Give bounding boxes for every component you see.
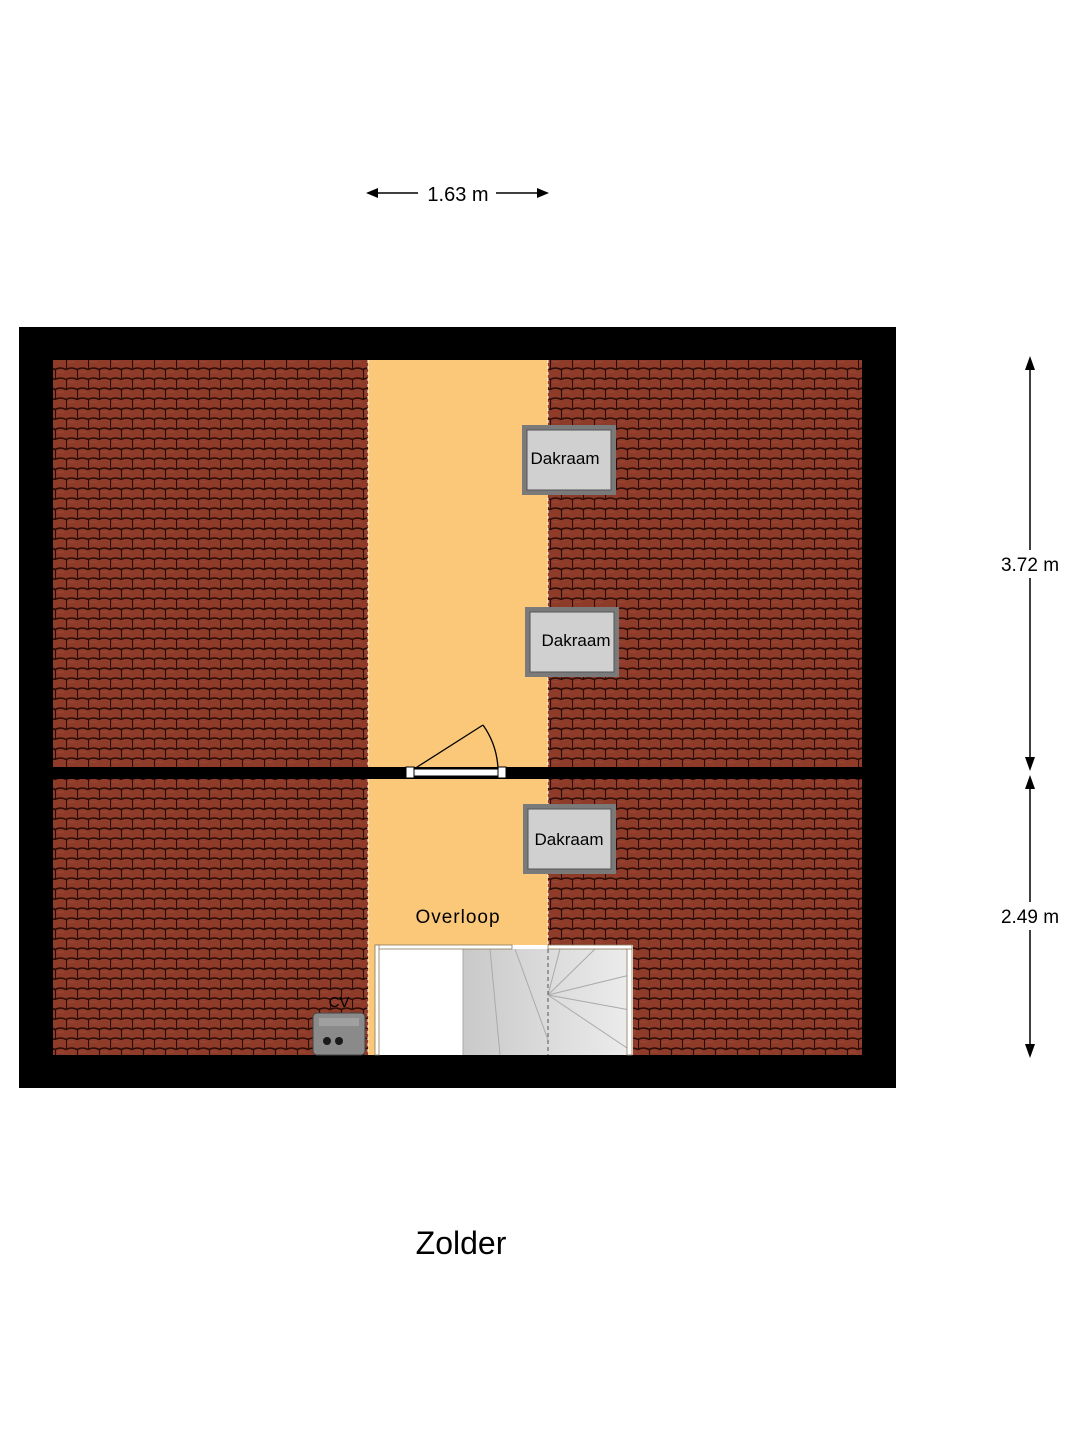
roof-slopes	[53, 360, 862, 1055]
staircase	[374, 944, 633, 1056]
boiler: CV	[312, 994, 366, 1056]
dimension-height-lower: 2.49 m	[990, 775, 1072, 1058]
skylight-2: Dakraam	[525, 607, 619, 677]
dimension-width-label: 1.63 m	[427, 184, 488, 206]
boiler-label: CV	[329, 994, 350, 1011]
floor-title: Zolder	[416, 1225, 507, 1261]
skylight-1: Dakraam	[522, 425, 616, 495]
dimension-top-width: 1.63 m	[366, 184, 549, 206]
skylight-label: Dakraam	[535, 830, 604, 849]
interior-wall	[53, 767, 862, 779]
room-label-overloop: Overloop	[415, 907, 500, 928]
dimension-height-upper: 3.72 m	[990, 356, 1072, 771]
roof-lower-left	[53, 779, 368, 1055]
door	[405, 724, 507, 779]
roof-upper-left	[53, 360, 368, 767]
skylight-label: Dakraam	[531, 449, 600, 468]
dimension-height-upper-label: 3.72 m	[1001, 555, 1059, 576]
floor-upper	[368, 360, 548, 767]
dimension-height-lower-label: 2.49 m	[1001, 907, 1059, 928]
skylight-3: Dakraam	[523, 804, 616, 874]
skylight-label: Dakraam	[542, 631, 611, 650]
roof-upper-right	[548, 360, 862, 767]
